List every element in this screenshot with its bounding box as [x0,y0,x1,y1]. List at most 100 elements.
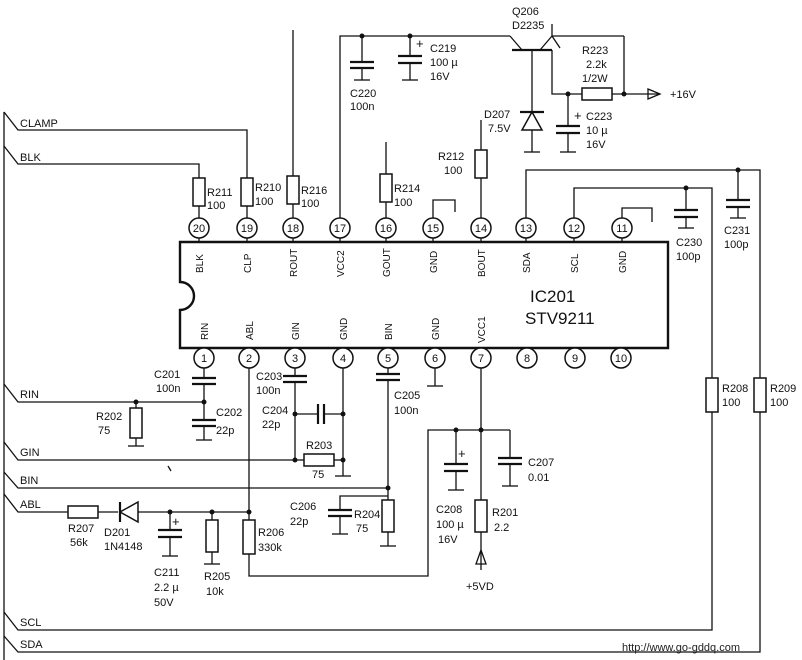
q206: Q206 D2235 [509,6,561,90]
svg-text:Q206: Q206 [512,6,539,18]
svg-text:22p: 22p [290,516,308,528]
pin-20: 20 [188,217,210,242]
ic-top-pin-names: BLK CLP ROUT VCC2 GOUT GND BOUT SDA SCL … [195,248,629,277]
svg-text:15: 15 [427,223,439,235]
svg-text:2: 2 [246,353,252,365]
svg-text:75: 75 [98,425,110,437]
pin-6: 6 [424,347,446,369]
svg-text:100n: 100n [256,385,280,397]
label-rin: RIN [20,389,39,401]
svg-text:VCC2: VCC2 [336,250,347,277]
c219: + C219 100 µ 16V [398,36,458,83]
svg-text:100p: 100p [724,239,748,251]
svg-text:7: 7 [478,353,484,365]
c211: + C211 2.2 µ 50V [154,512,182,609]
pin-13: 13 [515,217,537,242]
svg-text:D207: D207 [484,109,510,121]
svg-text:100: 100 [207,200,225,212]
svg-text:C205: C205 [394,390,420,402]
svg-text:SCL: SCL [570,253,581,273]
svg-text:1N4148: 1N4148 [104,541,143,553]
svg-text:8: 8 [524,353,530,365]
svg-text:GND: GND [618,251,629,273]
svg-text:7.5V: 7.5V [488,123,511,135]
c206: C206 22p [290,495,388,535]
d207: D207 7.5V [484,90,544,153]
svg-text:10k: 10k [206,586,224,598]
svg-text:R223: R223 [582,45,608,57]
svg-text:R212: R212 [438,151,464,163]
svg-text:R214: R214 [394,183,420,195]
svg-text:C204: C204 [262,405,288,417]
svg-text:D2235: D2235 [512,20,544,32]
pin15-ground [432,199,456,218]
r205: R205 10k [204,512,230,598]
svg-text:GIN: GIN [291,322,302,340]
svg-text:C220: C220 [350,88,376,100]
svg-text:0.01: 0.01 [528,472,549,484]
svg-text:R207: R207 [68,523,94,535]
vcc1-rail [453,368,510,500]
label-gin: GIN [20,447,40,459]
pin-11: 11 [611,217,633,242]
ic-top-pins: 20 19 18 17 16 15 14 13 12 11 [188,217,633,242]
svg-text:18: 18 [287,223,299,235]
r203: R203 75 [292,440,346,481]
svg-text:100: 100 [301,198,319,210]
watermark-url: http://www.go-gddq.com [622,642,740,654]
svg-text:19: 19 [241,223,253,235]
svg-text:100: 100 [722,397,740,409]
r201: R201 2.2 +5VD [466,499,518,593]
svg-text:100 µ: 100 µ [436,519,464,531]
svg-text:50V: 50V [154,597,174,609]
svg-text:2.2k: 2.2k [586,59,607,71]
svg-text:C223: C223 [586,111,612,123]
d201: D201 1N4148 [104,500,249,553]
svg-text:C230: C230 [676,237,702,249]
svg-text:C219: C219 [430,43,456,55]
pin-17: 17 [329,217,351,242]
svg-text:ROUT: ROUT [289,249,300,277]
pin-16: 16 [375,217,397,242]
svg-text:100: 100 [255,196,273,208]
label-abl: ABL [20,499,41,511]
svg-text:C201: C201 [154,369,180,381]
c201: C201 100n [154,368,216,402]
label-plus5: +5VD [466,581,494,593]
svg-text:BOUT: BOUT [477,249,488,277]
c204: C204 22p [262,404,346,431]
svg-text:R210: R210 [255,182,281,194]
pin-18: 18 [282,217,304,242]
svg-text:BLK: BLK [195,254,206,273]
pin-10: 10 [610,347,632,369]
svg-text:56k: 56k [70,537,88,549]
label-clamp: CLAMP [20,118,58,130]
c205: C205 100n [376,368,420,500]
pin-2: 2 [238,347,260,369]
svg-text:CLP: CLP [243,253,254,273]
pin-19: 19 [236,217,258,242]
r207: R207 56k [67,505,118,549]
svg-text:3: 3 [292,353,298,365]
r212: R212 100 [438,120,488,218]
ic-part: STV9211 [525,309,595,328]
svg-text:100 µ: 100 µ [430,57,458,69]
svg-text:5: 5 [385,353,391,365]
svg-text:SDA: SDA [522,252,533,273]
svg-text:16V: 16V [586,139,606,151]
svg-text:GOUT: GOUT [382,248,393,277]
pin-9: 9 [564,347,586,369]
svg-text:9: 9 [572,353,578,365]
svg-text:R208: R208 [722,383,748,395]
svg-text:C211: C211 [154,567,179,579]
svg-text:2.2 µ: 2.2 µ [154,582,179,594]
c207: C207 0.01 [498,430,554,487]
svg-text:R209: R209 [770,383,796,395]
svg-text:1: 1 [201,353,207,365]
ic-bottom-pins: 1 2 3 4 5 6 7 8 9 10 [193,347,632,369]
r209: R209 100 [753,377,796,413]
svg-text:+: + [574,108,582,123]
svg-text:R203: R203 [306,440,332,452]
pin-15: 15 [422,217,444,242]
